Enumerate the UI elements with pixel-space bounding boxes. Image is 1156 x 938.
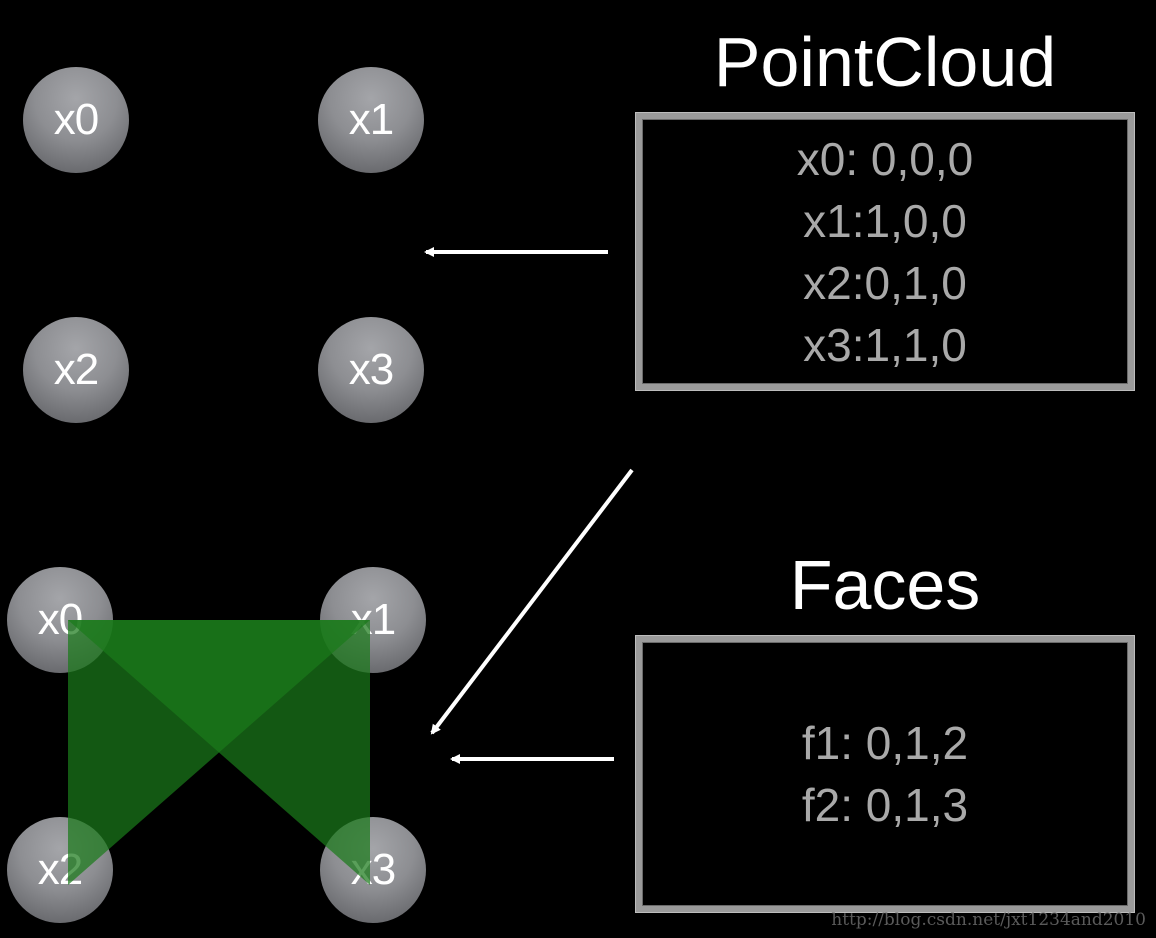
watermark: http://blog.csdn.net/jxt1234and2010 <box>831 910 1146 930</box>
faces-box: f1: 0,1,2 f2: 0,1,3 <box>636 636 1134 912</box>
arrow-pointcloud-to-mesh <box>430 468 634 735</box>
faces-line-f1: f1: 0,1,2 <box>801 717 969 769</box>
pointcloud-line-x0: x0: 0,0,0 <box>796 132 974 185</box>
pointcloud-line-x1: x1:1,0,0 <box>803 194 967 247</box>
node-x2-top: x2 <box>23 317 129 423</box>
faces-title: Faces <box>789 546 981 624</box>
pointcloud-box: x0: 0,0,0 x1:1,0,0 x2:0,1,0 x3:1,1,0 <box>636 113 1134 390</box>
pointcloud-line-x2: x2:0,1,0 <box>803 256 967 309</box>
node-x0-top: x0 <box>23 67 129 173</box>
face-f2 <box>68 620 370 885</box>
pointcloud-title: PointCloud <box>713 23 1057 101</box>
faces-line-f2: f2: 0,1,3 <box>801 779 969 831</box>
pointcloud-line-x3: x3:1,1,0 <box>803 318 967 371</box>
node-x3-top: x3 <box>318 317 424 423</box>
node-x1-top: x1 <box>318 67 424 173</box>
